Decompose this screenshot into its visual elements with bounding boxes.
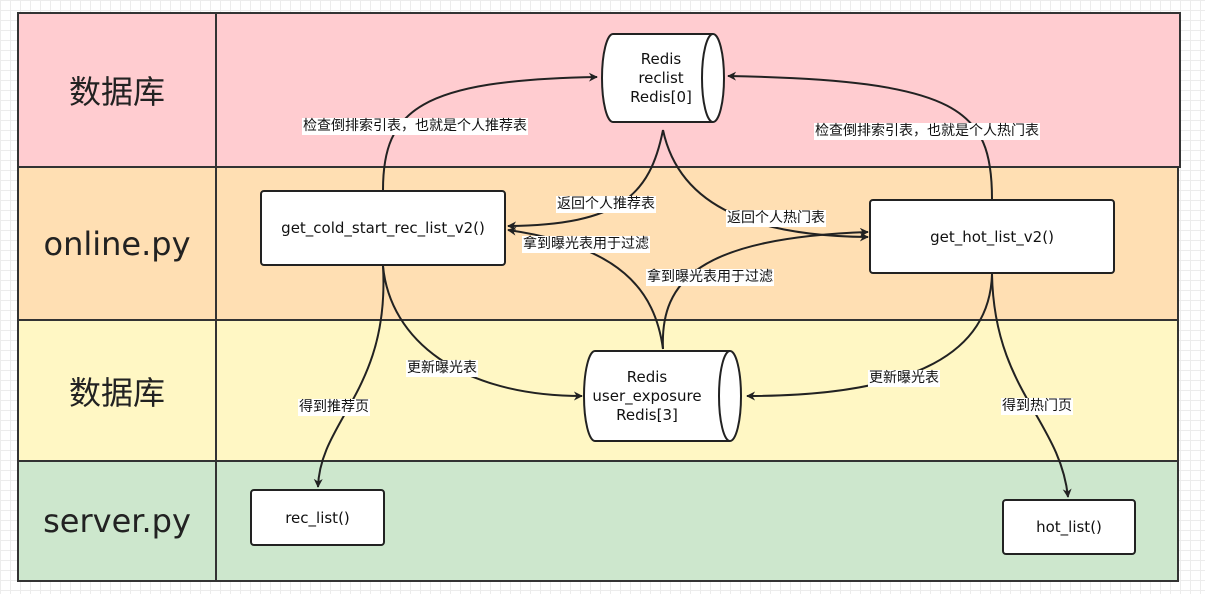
edge-exposure-to-hot (661, 227, 869, 350)
lane-label-online: online.py (17, 166, 217, 321)
edge-query-hot (727, 71, 993, 200)
redis-exposure-line-3: Redis[3] (616, 405, 678, 424)
label-return-hot: 返回个人热门表 (726, 210, 826, 227)
label-exposure-to-cold: 拿到曝光表用于过滤 (522, 236, 650, 253)
redis-exposure-label: Redis user_exposure Redis[3] (586, 351, 708, 441)
redis-exposure-cylinder (583, 350, 742, 442)
edge-update-left (382, 265, 583, 401)
label-get-hot: 得到热门页 (1001, 398, 1073, 415)
rec-list-box[interactable]: rec_list() (250, 489, 385, 546)
redis-exposure-line-2: user_exposure (592, 386, 702, 405)
edge-get-rec (313, 265, 385, 488)
lane-label-database-bottom: 数据库 (17, 319, 217, 462)
redis-reclist-cylinder (601, 33, 725, 123)
redis-reclist-label: Redis reclist Redis[0] (610, 34, 712, 122)
label-update-left: 更新曝光表 (406, 360, 478, 377)
label-exposure-to-hot: 拿到曝光表用于过滤 (646, 269, 774, 286)
edge-get-hot (991, 273, 1072, 498)
hot-list-box[interactable]: hot_list() (1002, 499, 1136, 555)
label-query-hot: 检查倒排索引表，也就是个人热门表 (814, 123, 1040, 140)
hot-list-function-box[interactable]: get_hot_list_v2() (869, 199, 1115, 274)
redis-reclist-line-2: reclist (638, 68, 684, 87)
lane-label-database-top: 数据库 (17, 12, 217, 168)
label-get-rec: 得到推荐页 (298, 399, 370, 416)
label-update-right: 更新曝光表 (868, 370, 940, 387)
label-query-rec: 检查倒排索引表，也就是个人推荐表 (302, 118, 528, 135)
redis-reclist-line-3: Redis[0] (630, 87, 692, 106)
cold-start-function-box[interactable]: get_cold_start_rec_list_v2() (260, 190, 506, 266)
redis-exposure-line-1: Redis (626, 367, 668, 386)
label-return-rec: 返回个人推荐表 (556, 196, 656, 213)
redis-reclist-line-1: Redis (640, 49, 682, 68)
edge-update-right (746, 273, 993, 401)
lane-label-server: server.py (17, 460, 217, 582)
edge-query-rec (382, 72, 598, 191)
